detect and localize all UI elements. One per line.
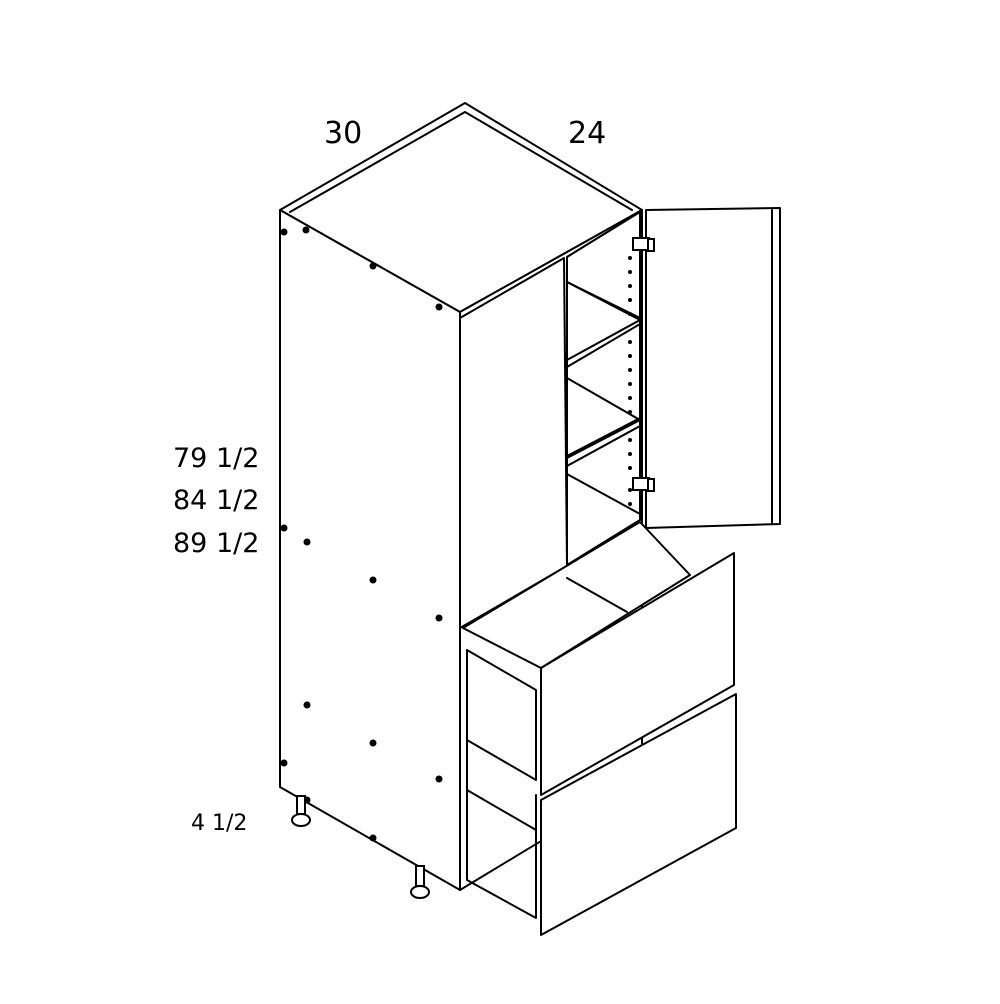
side-panel-holes: [280, 226, 443, 842]
upper-drawer-divider: [566, 577, 628, 613]
cabinet-top-inner-edge: [289, 111, 633, 213]
lower-drawer-front: [540, 693, 737, 936]
height-dimension-2: 84 1/2: [173, 485, 260, 516]
upper-drawer-box-top: [462, 521, 691, 669]
hinge-icon: [632, 237, 655, 492]
cabinet-side-panel: [279, 209, 461, 891]
shelf-lower-edge: [566, 473, 641, 515]
upper-left-door: [459, 257, 568, 629]
lower-drawer-box-side: [466, 789, 537, 919]
lower-drawer-box-inner: [466, 739, 537, 831]
shelf-middle-edge: [566, 377, 641, 459]
upper-drawer-front: [540, 552, 735, 796]
shelf-upper-edge: [566, 281, 641, 361]
upper-drawer-box-inner: [466, 649, 537, 781]
leveling-leg-icon: [291, 795, 430, 899]
shelf-pin-holes: [628, 256, 632, 506]
leg-height-dimension: 4 1/2: [191, 811, 248, 836]
depth-dimension: 24: [568, 116, 607, 151]
upper-right-door: [645, 207, 781, 529]
upper-interior-side: [566, 211, 641, 566]
shelf-upper: [566, 276, 641, 368]
height-dimension-1: 79 1/2: [173, 443, 260, 474]
width-dimension: 30: [324, 116, 363, 151]
height-dimension-3: 89 1/2: [173, 528, 260, 559]
